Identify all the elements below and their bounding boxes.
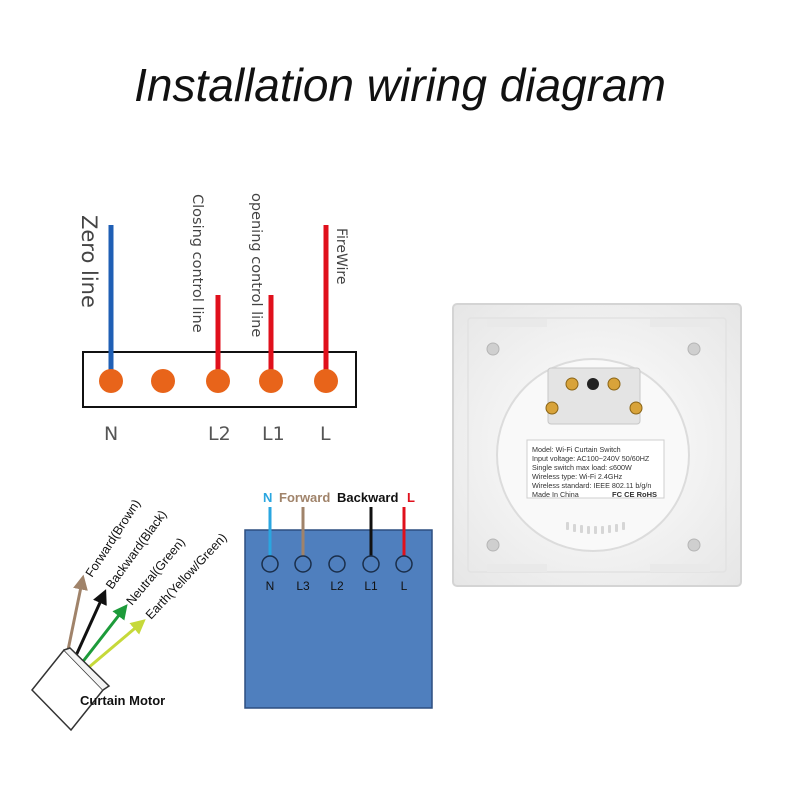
closing-line-label: Closing control line bbox=[189, 194, 205, 333]
box-label-l3: L3 bbox=[296, 579, 310, 593]
box-terminal-l2 bbox=[328, 555, 346, 573]
module-terminals bbox=[547, 367, 641, 425]
terminal-l bbox=[314, 369, 338, 393]
cert-marks: FC CE RoHS bbox=[612, 490, 657, 499]
vent-slots bbox=[566, 522, 625, 534]
earth-wire bbox=[87, 619, 146, 670]
screw-1 bbox=[565, 377, 579, 391]
backward-wire bbox=[72, 589, 107, 661]
terminal-n bbox=[99, 369, 123, 393]
curtain-motor-diagram: Forward(Brown) Backward(Black) Neutral(G… bbox=[31, 497, 230, 732]
spec-line-2: Input voltage: AC100~240V 50/60HZ bbox=[532, 454, 650, 463]
terminal-label-l: L bbox=[320, 423, 331, 445]
screw-hole-tl bbox=[486, 342, 500, 356]
spec-line-5: Wireless standard: IEEE 802.11 b/g/n bbox=[532, 481, 651, 490]
forward-wire-label: Forward(Brown) bbox=[83, 497, 144, 580]
box-label-l1: L1 bbox=[364, 579, 378, 593]
motor-body bbox=[31, 647, 111, 732]
opening-line-label: opening control line bbox=[248, 193, 264, 337]
terminal-label-n: N bbox=[104, 423, 118, 445]
screw-hole-bl bbox=[486, 538, 500, 552]
terminal-blank bbox=[151, 369, 175, 393]
screw-4 bbox=[545, 401, 559, 415]
box-top-label-n: N bbox=[263, 490, 272, 505]
screw-hole-br bbox=[687, 538, 701, 552]
terminal-label-l2: L2 bbox=[208, 423, 231, 445]
box-label-l: L bbox=[401, 579, 408, 593]
tab-bottom-right bbox=[650, 564, 710, 572]
spec-line-1: Model: Wi-Fi Curtain Switch bbox=[532, 445, 621, 454]
spec-label bbox=[526, 439, 665, 499]
zero-line-label: Zero line bbox=[77, 215, 101, 308]
tab-bottom-left bbox=[487, 564, 547, 572]
page-title: Installation wiring diagram bbox=[134, 59, 666, 111]
box-top-label-l: L bbox=[407, 490, 415, 505]
box-label-n: N bbox=[266, 579, 275, 593]
box-terminal-l3 bbox=[294, 555, 312, 573]
blue-box-diagram: N Forward Backward L N L3 L2 L1 L bbox=[244, 490, 433, 709]
spec-line-4: Wireless type: Wi-Fi 2.4GHz bbox=[532, 472, 623, 481]
neutral-wire bbox=[79, 604, 128, 665]
terminal-label-l1: L1 bbox=[262, 423, 285, 445]
screw-2 bbox=[587, 378, 599, 390]
box-label-l2: L2 bbox=[330, 579, 344, 593]
box-terminal-l bbox=[395, 555, 413, 573]
terminal-l1 bbox=[259, 369, 283, 393]
top-terminal-diagram: Zero line Closing control line opening c… bbox=[77, 193, 357, 445]
curtain-motor-label: Curtain Motor bbox=[80, 693, 165, 708]
switch-back-panel: Model: Wi-Fi Curtain Switch Input voltag… bbox=[452, 303, 742, 587]
box-terminal-l1 bbox=[362, 555, 380, 573]
spec-line-6: Made In China bbox=[532, 490, 579, 499]
box-terminal-n bbox=[261, 555, 279, 573]
box-top-label-backward: Backward bbox=[337, 490, 398, 505]
screw-hole-tr bbox=[687, 342, 701, 356]
tab-top-right bbox=[650, 319, 710, 327]
tab-top-left bbox=[487, 319, 547, 327]
box-top-label-forward: Forward bbox=[279, 490, 330, 505]
firewire-label: FireWire bbox=[333, 228, 349, 284]
terminal-l2 bbox=[206, 369, 230, 393]
forward-wire bbox=[65, 574, 88, 656]
spec-line-3: Single switch max load: ≤600W bbox=[532, 463, 632, 472]
screw-5 bbox=[629, 401, 643, 415]
panel-inner-frame bbox=[467, 317, 727, 573]
screw-3 bbox=[607, 377, 621, 391]
